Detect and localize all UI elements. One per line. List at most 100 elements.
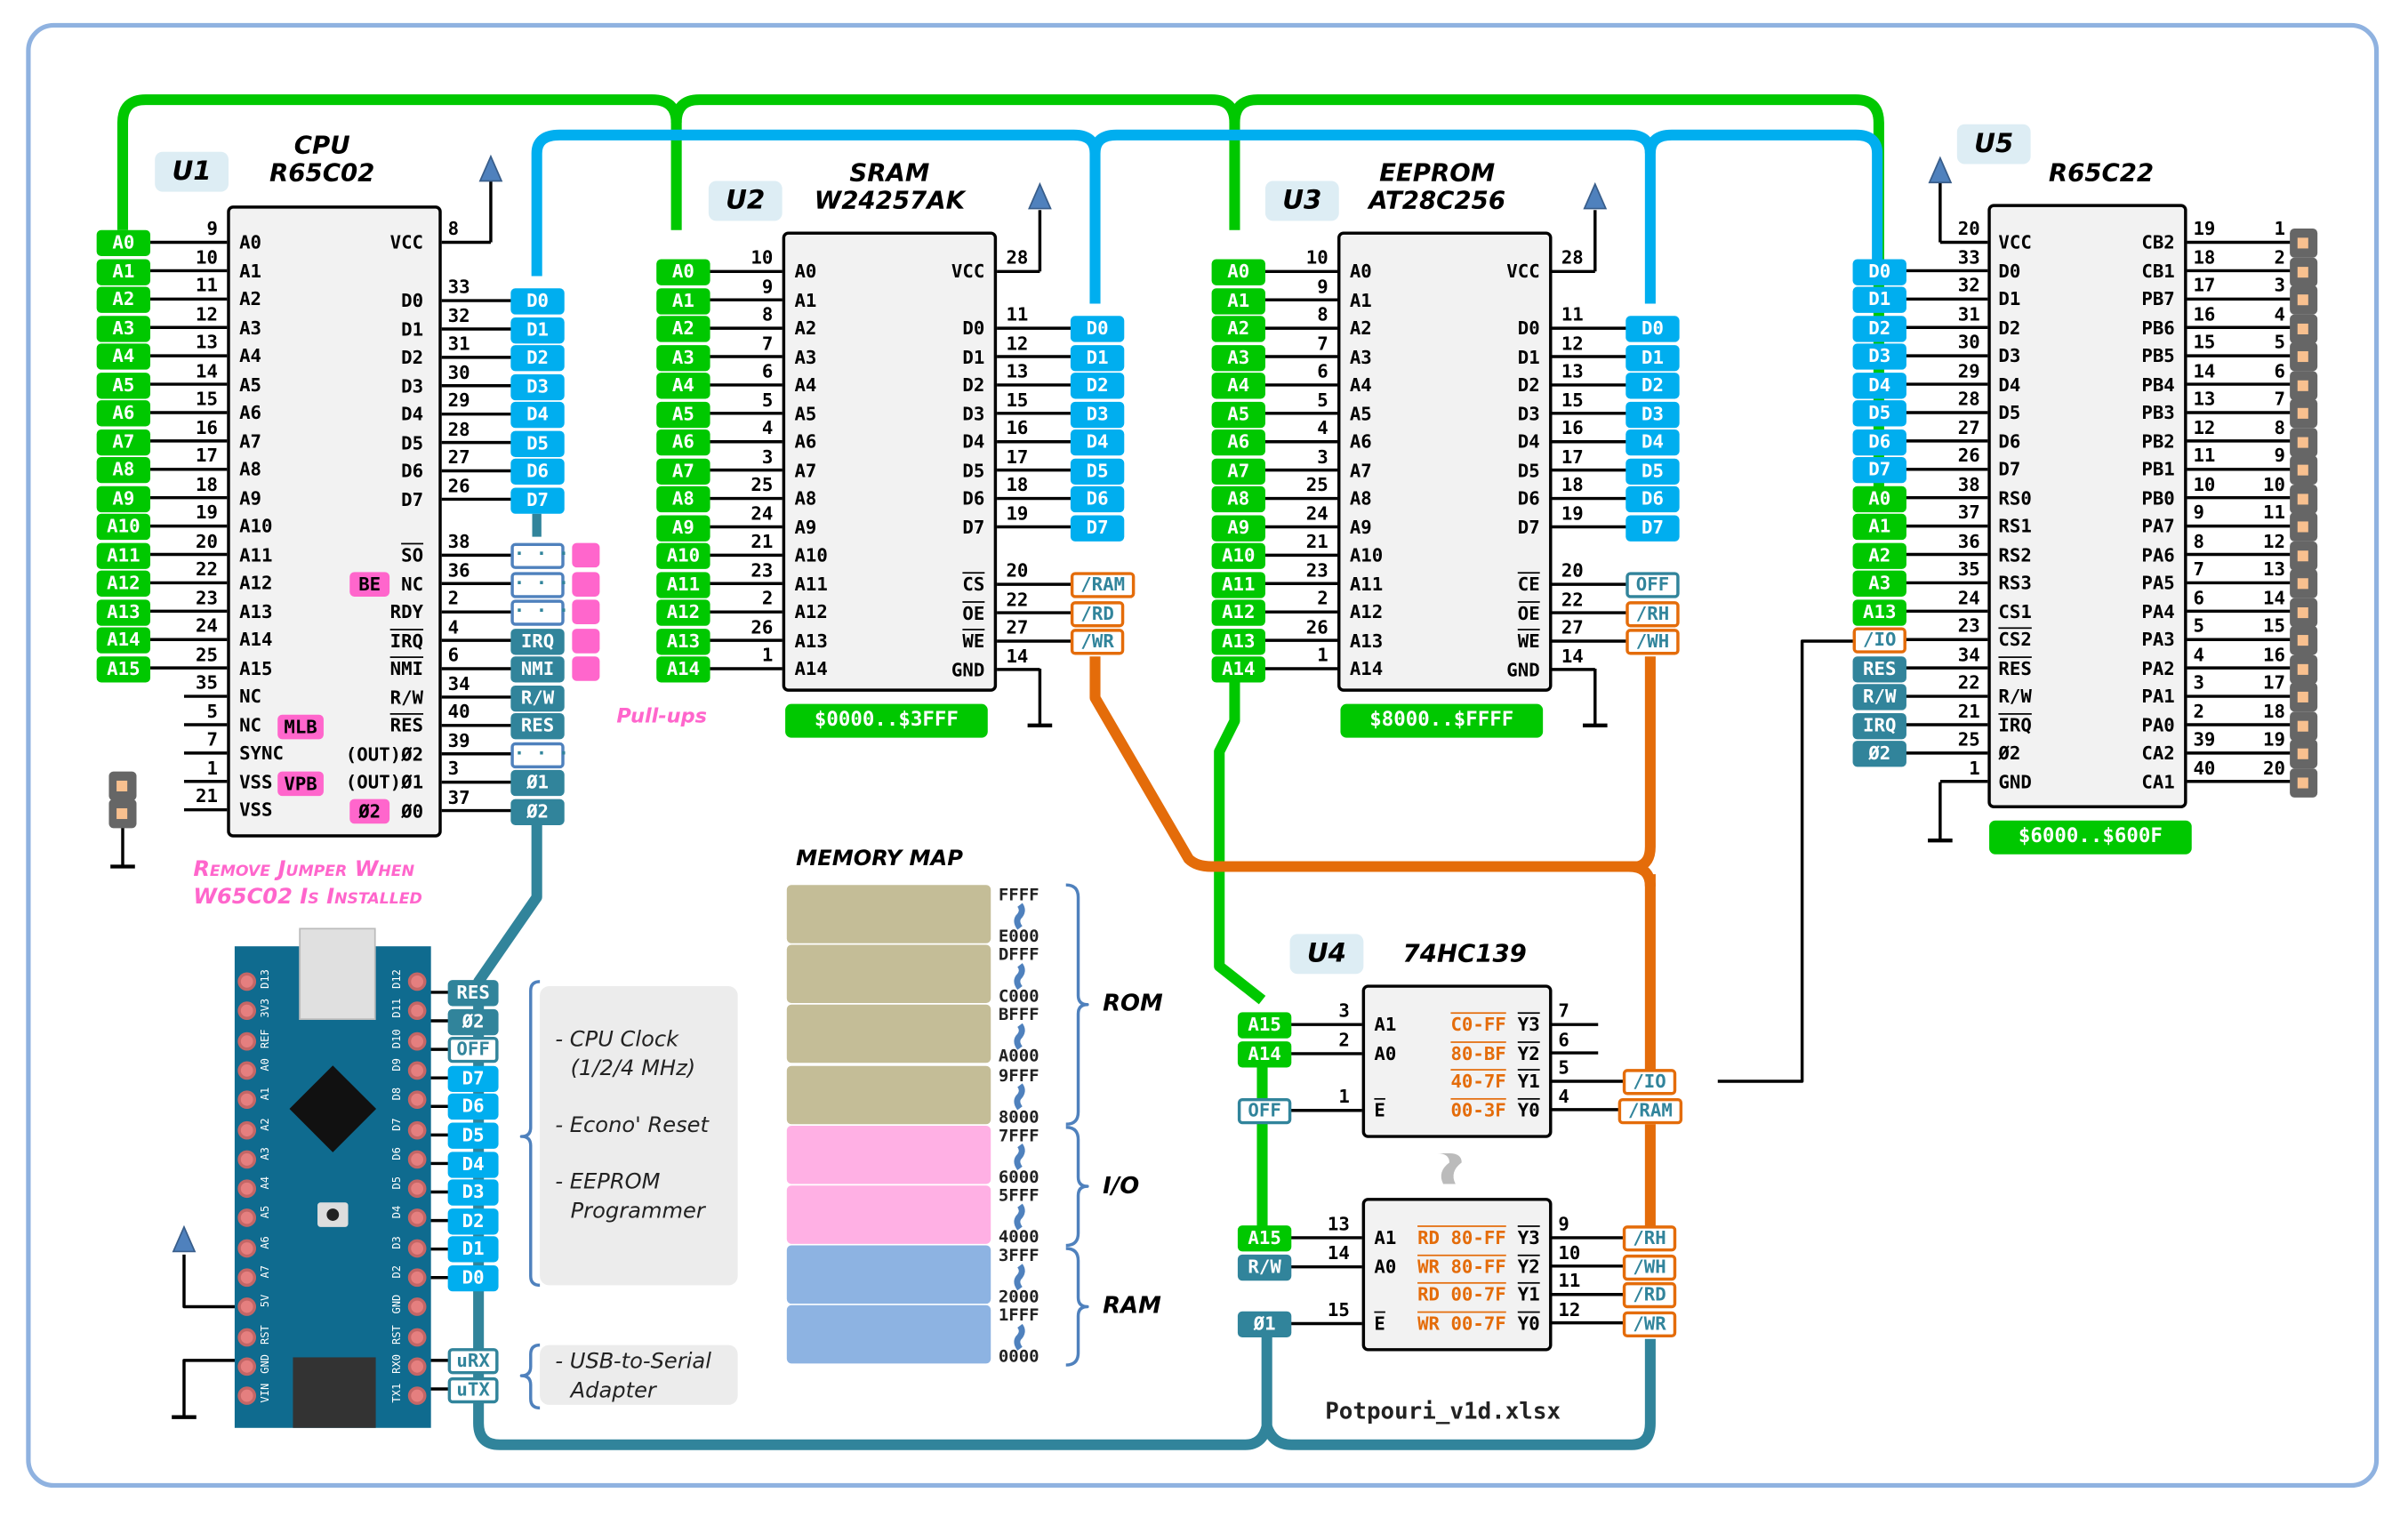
io-header-pin[interactable] bbox=[2290, 484, 2318, 513]
net-tag-d5: D5 bbox=[447, 1122, 499, 1149]
nano-5v-wire bbox=[182, 1254, 245, 1309]
pin-number: 35 bbox=[1957, 558, 1980, 580]
net-tag-utx: uTX bbox=[447, 1377, 499, 1403]
net-tag-rw: R/W bbox=[510, 685, 565, 711]
pin-number: 18 bbox=[1006, 473, 1029, 496]
pin-name: E bbox=[1374, 1099, 1385, 1121]
u4-title: 74HC139 bbox=[1402, 938, 1527, 968]
nano-features-note: - CPU Clock (1/2/4 MHz) - Econo' Reset -… bbox=[540, 986, 738, 1286]
pin-number: 1 bbox=[206, 757, 218, 779]
io-header-pin[interactable] bbox=[2290, 625, 2318, 655]
memory-map-title: MEMORY MAP bbox=[796, 847, 963, 871]
net-tag-wr: /WR bbox=[1622, 1310, 1677, 1337]
header-pin-number: 18 bbox=[2263, 700, 2285, 722]
pin-name: WE bbox=[962, 630, 985, 653]
pin-name: A7 bbox=[794, 459, 817, 481]
pin-number: 2 bbox=[1338, 1029, 1350, 1051]
io-header-pin[interactable] bbox=[2290, 370, 2318, 400]
io-header-pin[interactable] bbox=[2290, 654, 2318, 684]
pin-name: A15 bbox=[239, 657, 273, 679]
io-header-pin[interactable] bbox=[2290, 710, 2318, 741]
io-header-pin[interactable] bbox=[2290, 540, 2318, 570]
pin-name: VCC bbox=[1506, 261, 1540, 283]
nano-pin-label: A0 bbox=[259, 1057, 272, 1072]
pin-number: 3 bbox=[761, 445, 774, 468]
memory-address-low: 0000 bbox=[998, 1347, 1039, 1368]
io-header-pin[interactable] bbox=[2290, 512, 2318, 542]
net-tag-a3: A3 bbox=[96, 315, 151, 341]
io-header-pin[interactable] bbox=[2290, 682, 2318, 712]
pin-number: 20 bbox=[1006, 559, 1029, 582]
io-header-pin[interactable] bbox=[2290, 313, 2318, 343]
pin-number: 16 bbox=[2193, 302, 2216, 325]
jumper-pin[interactable] bbox=[108, 799, 137, 829]
net-tag-d2: D2 bbox=[1852, 315, 1906, 341]
pin-name: D0 bbox=[962, 317, 985, 340]
pin-number: 10 bbox=[2193, 473, 2216, 495]
io-header-pin[interactable] bbox=[2290, 427, 2318, 457]
io-header-pin[interactable] bbox=[2290, 228, 2318, 258]
pin-name: RES bbox=[389, 714, 424, 736]
pin-name: D1 bbox=[962, 345, 985, 368]
pin-name: A7 bbox=[1349, 459, 1372, 481]
pin-number: 16 bbox=[1561, 417, 1584, 439]
pin-number: 7 bbox=[761, 332, 774, 354]
pin-number: 28 bbox=[1957, 388, 1980, 410]
net-tag-a4: A4 bbox=[656, 373, 710, 399]
pin-number: 8 bbox=[447, 217, 460, 240]
pin-number: 11 bbox=[195, 274, 218, 296]
pin-name: D6 bbox=[1517, 487, 1540, 510]
pin-name: PB7 bbox=[2141, 288, 2175, 310]
pin-name: A12 bbox=[1349, 601, 1384, 623]
net-tag-a14: A14 bbox=[1237, 1041, 1292, 1068]
pin-number: 28 bbox=[1561, 246, 1584, 269]
pin-number: 19 bbox=[2193, 217, 2216, 240]
pin-number: 8 bbox=[2193, 529, 2204, 552]
pin-number: 20 bbox=[1561, 559, 1584, 582]
pin-name: A5 bbox=[794, 402, 817, 424]
pin-number: 18 bbox=[195, 473, 218, 495]
net-tag-a5: A5 bbox=[656, 401, 710, 428]
net-tag-: · · · bbox=[510, 542, 569, 569]
net-tag-2: Ø2 bbox=[510, 798, 565, 825]
jumper-pin[interactable] bbox=[108, 771, 137, 801]
net-tag-d7: D7 bbox=[447, 1065, 499, 1092]
pin-name: A0 bbox=[239, 231, 261, 253]
io-header-pin[interactable] bbox=[2290, 568, 2318, 598]
pin-name: D3 bbox=[962, 402, 985, 424]
io-header-pin[interactable] bbox=[2290, 739, 2318, 769]
pin-number: 31 bbox=[1957, 302, 1980, 325]
pin-number: 17 bbox=[1006, 445, 1029, 468]
nano-pin-hole bbox=[407, 1327, 427, 1346]
pin-number: 21 bbox=[1957, 700, 1980, 722]
header-pin-number: 6 bbox=[2274, 359, 2285, 381]
io-header-pin[interactable] bbox=[2290, 285, 2318, 315]
header-pin-number: 9 bbox=[2274, 445, 2285, 467]
io-header-pin[interactable] bbox=[2290, 767, 2318, 798]
pin-number: 1 bbox=[1969, 757, 1980, 779]
nano-pin-hole bbox=[237, 1150, 257, 1168]
io-header-pin[interactable] bbox=[2290, 341, 2318, 372]
pin-name: VCC bbox=[389, 231, 424, 253]
pin-name: A10 bbox=[1349, 544, 1384, 566]
pin-number: 10 bbox=[1558, 1241, 1581, 1264]
pin-number: 12 bbox=[195, 302, 218, 325]
net-tag-d5: D5 bbox=[1625, 457, 1680, 485]
reset-button[interactable] bbox=[317, 1202, 349, 1227]
decode-range: 80-BF bbox=[1450, 1042, 1506, 1064]
net-tag-d1: D1 bbox=[1070, 344, 1125, 371]
io-header-pin[interactable] bbox=[2290, 597, 2318, 627]
io-header-pin[interactable] bbox=[2290, 398, 2318, 429]
io-header-pin[interactable] bbox=[2290, 256, 2318, 286]
net-tag-a10: A10 bbox=[96, 513, 151, 541]
pin-name: A5 bbox=[1349, 402, 1372, 424]
net-tag-: · · · bbox=[510, 571, 569, 598]
net-tag-d7: D7 bbox=[1070, 514, 1125, 541]
pin-name: A3 bbox=[239, 317, 261, 339]
pin-number: 13 bbox=[1327, 1213, 1350, 1235]
pin-number: 20 bbox=[195, 529, 218, 552]
nano-pin-label: D9 bbox=[390, 1057, 404, 1072]
io-header-pin[interactable] bbox=[2290, 455, 2318, 486]
pin-name: NC bbox=[239, 685, 261, 708]
net-tag-d5: D5 bbox=[1070, 457, 1125, 485]
